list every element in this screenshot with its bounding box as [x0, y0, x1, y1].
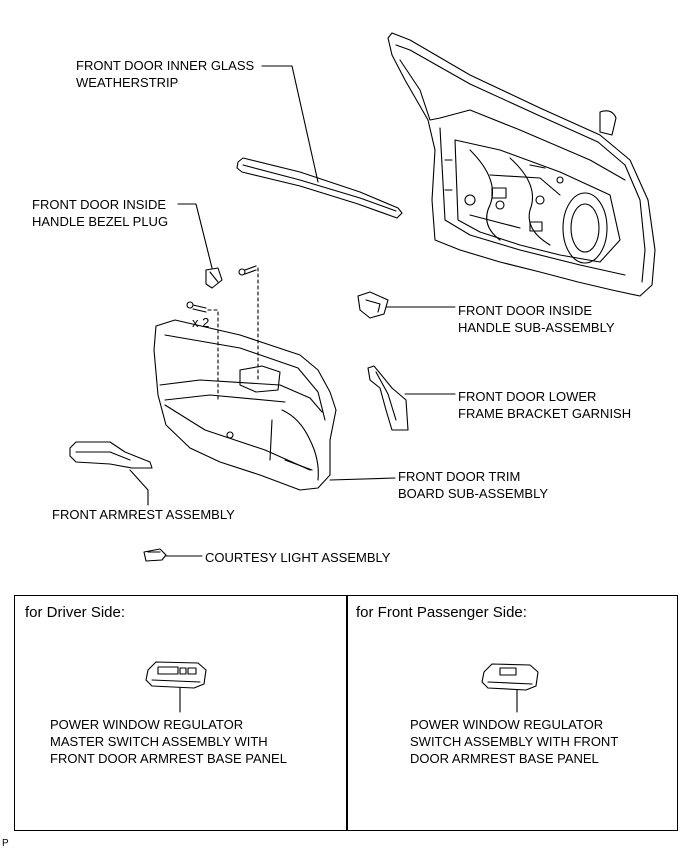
bezel-plug-label-line-2: HANDLE BEZEL PLUG [32, 214, 169, 229]
bezel-plug-leader [177, 203, 213, 269]
passenger-switch-illustration [481, 663, 539, 691]
passenger-side-title: for Front Passenger Side: [356, 604, 527, 621]
driver-side-box [14, 595, 348, 831]
screw-guide-line [207, 267, 259, 401]
trim-board-leader [329, 477, 396, 481]
trim-board-label-line-2: BOARD SUB-ASSEMBLY [398, 486, 549, 501]
driver-switch-illustration [145, 661, 207, 689]
weatherstrip-label: FRONT DOOR INNER GLASS WEATHERSTRIP [76, 57, 254, 91]
driver-side-title: for Driver Side: [25, 604, 126, 621]
weatherstrip-leader [261, 65, 319, 183]
lower-garnish-label: FRONT DOOR LOWER FRAME BRACKET GARNISH [458, 388, 631, 422]
courtesy-light-illustration [143, 548, 167, 562]
driver-switch-label: POWER WINDOW REGULATOR MASTER SWITCH ASS… [50, 716, 287, 767]
trim-board-illustration [153, 319, 337, 491]
inside-handle-label-line-2: HANDLE SUB-ASSEMBLY [458, 320, 615, 335]
driver-switch-label-line-1: POWER WINDOW REGULATOR [50, 717, 244, 732]
armrest-illustration [69, 441, 153, 469]
weatherstrip-illustration [236, 157, 403, 219]
quantity-label: x 2 [192, 315, 210, 330]
corner-mark: P [2, 838, 9, 849]
lower-garnish-label-line-1: FRONT DOOR LOWER [458, 389, 597, 404]
courtesy-light-label: COURTESY LIGHT ASSEMBLY [205, 550, 391, 565]
door-frame-illustration [387, 32, 656, 297]
weatherstrip-label-line-2: WEATHERSTRIP [76, 75, 179, 90]
armrest-leader [129, 469, 149, 506]
trim-board-label-line-1: FRONT DOOR TRIM [398, 469, 521, 484]
inside-handle-label: FRONT DOOR INSIDE HANDLE SUB-ASSEMBLY [458, 302, 615, 336]
screw-illustration [186, 265, 257, 313]
driver-switch-label-line-3: FRONT DOOR ARMREST BASE PANEL [50, 751, 287, 766]
passenger-switch-label-line-1: POWER WINDOW REGULATOR [410, 717, 604, 732]
inside-handle-illustration [357, 291, 389, 319]
weatherstrip-label-line-1: FRONT DOOR INNER GLASS [76, 58, 255, 73]
driver-switch-label-line-2: MASTER SWITCH ASSEMBLY WITH [50, 734, 268, 749]
bezel-plug-label-line-1: FRONT DOOR INSIDE [32, 197, 167, 212]
armrest-label: FRONT ARMREST ASSEMBLY [52, 507, 235, 522]
lower-garnish-label-line-2: FRAME BRACKET GARNISH [458, 406, 632, 421]
lower-garnish-illustration [367, 365, 409, 431]
bezel-plug-label: FRONT DOOR INSIDE HANDLE BEZEL PLUG [32, 196, 168, 230]
passenger-switch-label-line-2: SWITCH ASSEMBLY WITH FRONT [410, 734, 619, 749]
passenger-side-box [346, 595, 678, 831]
bezel-plug-illustration [205, 267, 223, 289]
passenger-switch-label: POWER WINDOW REGULATOR SWITCH ASSEMBLY W… [410, 716, 618, 767]
passenger-switch-label-line-3: DOOR ARMREST BASE PANEL [410, 751, 599, 766]
trim-board-label: FRONT DOOR TRIM BOARD SUB-ASSEMBLY [398, 468, 548, 502]
inside-handle-label-line-1: FRONT DOOR INSIDE [458, 303, 593, 318]
